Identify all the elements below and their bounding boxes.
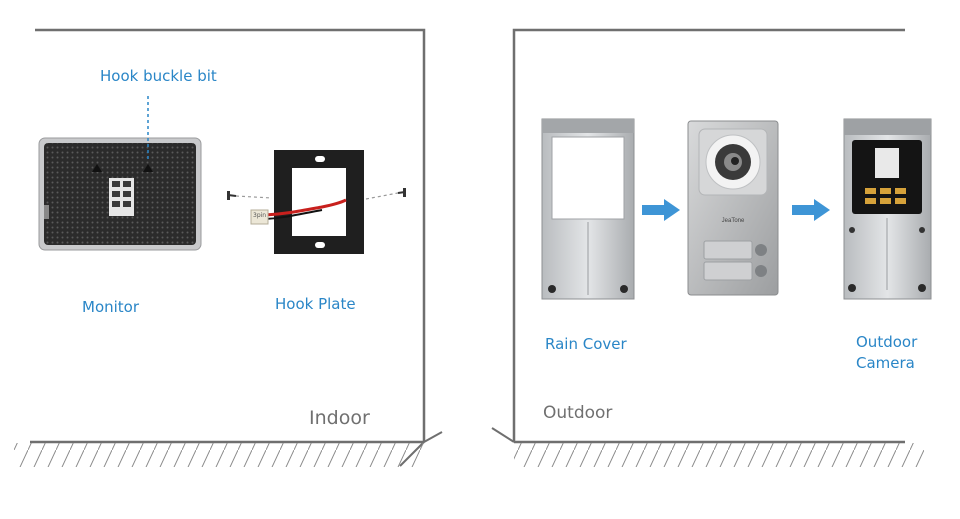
outdoor-camera-back-image: [843, 118, 932, 300]
indoor-label: Indoor: [309, 407, 370, 429]
monitor-label: Monitor: [82, 298, 140, 316]
monitor-back-image: [38, 137, 202, 251]
outdoor-camera-label-line2: Camera: [856, 354, 915, 372]
hook-buckle-label: Hook buckle bit: [100, 67, 217, 85]
screw-icon: [227, 191, 237, 200]
outdoor-camera-front-image: JeaTone: [687, 120, 779, 296]
connector-label: 3pin: [253, 212, 267, 219]
indoor-room: [14, 28, 443, 467]
outdoor-room: [491, 28, 924, 467]
outdoor-label: Outdoor: [543, 403, 613, 423]
rain-cover-image: [541, 118, 635, 300]
outdoor-camera-label-line1: Outdoor: [856, 333, 918, 351]
hook-plate-label: Hook Plate: [275, 295, 356, 313]
screw-icon: [397, 188, 406, 197]
indoor-floor-hatch: [14, 443, 424, 467]
hook-plate-image: [235, 150, 399, 254]
arrow-right-icon: [642, 199, 680, 221]
outdoor-floor-hatch: [514, 443, 924, 467]
brand-logo: JeaTone: [722, 218, 745, 224]
arrow-right-icon: [792, 199, 830, 221]
rain-cover-label: Rain Cover: [545, 335, 627, 353]
